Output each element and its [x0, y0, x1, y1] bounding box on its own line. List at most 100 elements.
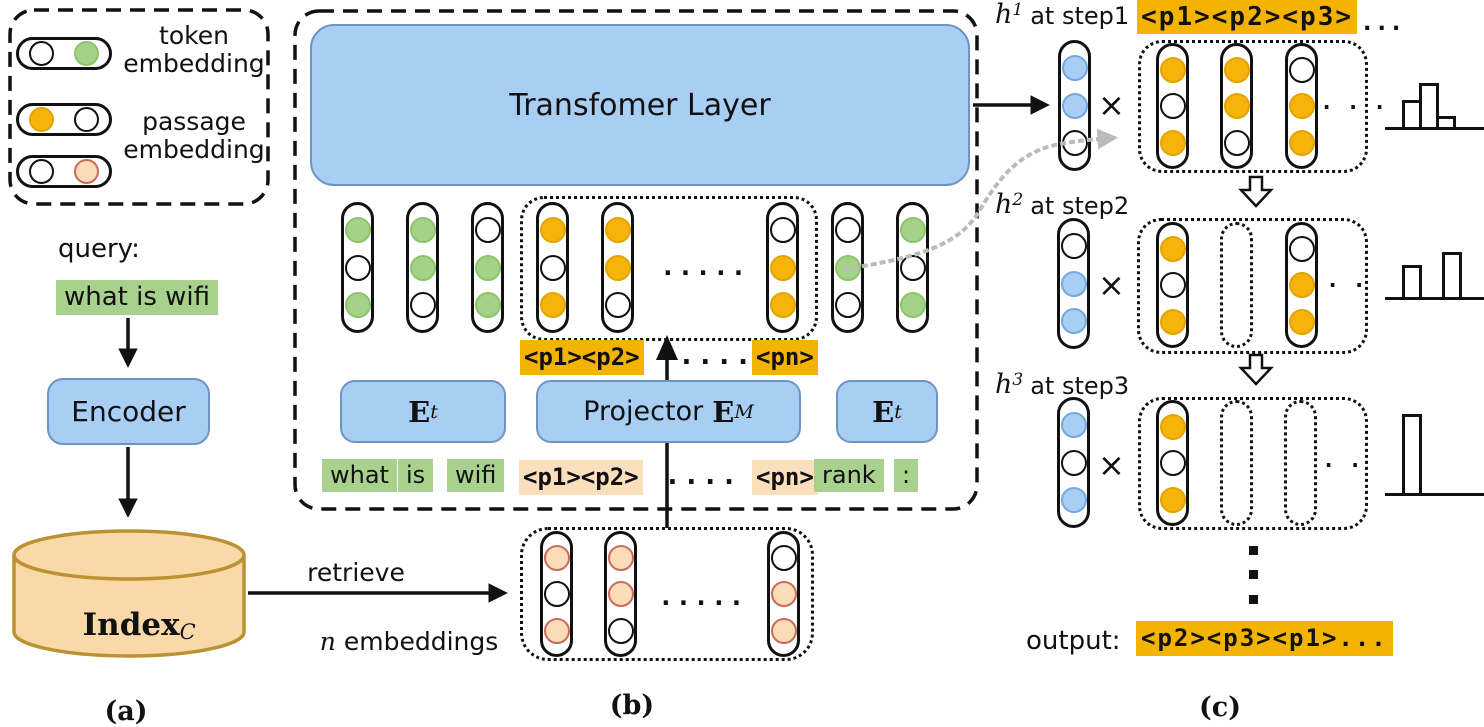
- step1-header-dots: ...: [1360, 8, 1404, 36]
- step1-box-dots: . . .: [1320, 90, 1387, 115]
- legend-passage-label: passage embedding: [123, 107, 265, 164]
- et-sub: t: [894, 400, 902, 423]
- empty-dim-circle: [834, 216, 861, 243]
- columns-ellipsis-dots: .....: [660, 252, 749, 282]
- filled-dim-circle: [1060, 308, 1087, 335]
- filled-dim-circle: [539, 216, 566, 243]
- retrieved-embeddings-box: [520, 527, 814, 661]
- h2-symbol: h: [995, 189, 1013, 220]
- filled-dim-circle: [344, 292, 371, 319]
- passage-embedding-column: [536, 202, 569, 333]
- filled-dim-circle: [539, 292, 566, 319]
- empty-dim-circle: [1159, 272, 1186, 298]
- step1-at-label: at step1: [1030, 2, 1130, 30]
- score-bar: [1436, 116, 1456, 127]
- empty-dim-circle: [1159, 450, 1186, 476]
- retrieve-label: retrieve: [307, 558, 405, 587]
- encoder-label: Encoder: [71, 395, 186, 428]
- query-vector-step1: [1058, 40, 1091, 171]
- retrieve-count-label: n embeddings: [288, 598, 498, 685]
- output-tokens: <p2><p3><p1>...: [1136, 621, 1393, 656]
- step1-passage-column: [1285, 43, 1318, 169]
- filled-dim-circle: [604, 216, 631, 243]
- step1-passage-box: [1138, 40, 1368, 173]
- empty-dim-circle: [769, 216, 796, 243]
- filled-dim-circle: [344, 216, 371, 243]
- empty-dim-circle: [29, 159, 54, 184]
- filled-dim-circle: [29, 107, 54, 132]
- empty-dim-circle: [543, 581, 570, 607]
- filled-dim-circle: [474, 254, 501, 281]
- filled-dim-circle: [1288, 93, 1315, 119]
- vertical-ellipsis-dot: [1249, 546, 1258, 555]
- step2-passage-box: [1137, 218, 1368, 354]
- caption-c: (c): [1199, 692, 1241, 723]
- filled-dim-circle: [474, 292, 501, 319]
- filled-dim-circle: [770, 617, 797, 644]
- query-label: query:: [58, 234, 140, 264]
- input-token: what: [322, 459, 397, 492]
- filled-dim-circle: [604, 254, 631, 281]
- filled-dim-circle: [74, 159, 99, 184]
- retrieve-rest: embeddings: [335, 627, 499, 656]
- step3-box-dots: . .: [1322, 448, 1362, 473]
- et-label: E: [408, 394, 431, 429]
- caption-a: (a): [104, 696, 148, 727]
- retrieve-n: n: [319, 627, 336, 656]
- empty-dim-circle: [1060, 449, 1087, 476]
- score-bar: [1402, 414, 1422, 493]
- passage-embedding-column: [766, 202, 799, 333]
- filled-dim-circle: [543, 617, 570, 644]
- filled-dim-circle: [1061, 92, 1088, 119]
- et-label: E: [872, 394, 895, 429]
- h2-sub: 2: [1012, 190, 1024, 210]
- empty-dim-circle: [899, 254, 926, 281]
- filled-dim-circle: [834, 254, 861, 281]
- step2-box-dots: . .: [1326, 268, 1366, 293]
- encoder-box: Encoder: [47, 378, 210, 445]
- input-token-dots: ....: [664, 458, 740, 491]
- index-word: Index: [82, 607, 180, 643]
- input-token-passage: <p1><p2>: [519, 460, 643, 495]
- filled-dim-circle: [1159, 486, 1186, 513]
- legend-passage-pill-top: [16, 103, 112, 136]
- filled-dim-circle: [1060, 270, 1087, 297]
- caption-b: (b): [609, 690, 655, 721]
- vertical-ellipsis-dot: [1249, 595, 1258, 604]
- filled-dim-circle: [769, 292, 796, 319]
- step1-score-histogram: [1385, 42, 1484, 130]
- filled-dim-circle: [543, 544, 570, 571]
- filled-dim-circle: [769, 254, 796, 281]
- empty-dim-circle: [1288, 56, 1315, 83]
- h1-symbol: h: [995, 0, 1013, 30]
- passage-tag-right: <pn>: [752, 340, 818, 375]
- filled-dim-circle: [409, 254, 436, 281]
- filled-dim-circle: [607, 581, 634, 607]
- passage-tag-dots: ....: [678, 338, 754, 371]
- legend-passage-pill-bottom: [16, 155, 112, 188]
- h1-sub: 1: [1012, 0, 1024, 20]
- empty-dim-circle: [1288, 235, 1315, 262]
- token-embedding-column: [896, 202, 929, 333]
- query-vector-step2: [1057, 218, 1090, 349]
- step1-to-step2-arrow: [1238, 175, 1274, 208]
- filled-dim-circle: [1288, 308, 1315, 335]
- step1-passage-column: [1156, 43, 1189, 169]
- empty-dim-circle: [1061, 130, 1088, 157]
- score-bar: [1442, 252, 1462, 297]
- transformer-layer-box: Transfomer Layer: [310, 24, 970, 186]
- h3-symbol: h: [995, 369, 1013, 400]
- filled-dim-circle: [1060, 487, 1087, 514]
- et-sub: t: [430, 400, 438, 423]
- filled-dim-circle: [899, 292, 926, 319]
- legend-token-pill: [16, 37, 112, 70]
- token-embedding-column: [471, 202, 504, 333]
- input-token-passage: <pn>: [752, 460, 818, 495]
- times-sign: ×: [1098, 266, 1125, 304]
